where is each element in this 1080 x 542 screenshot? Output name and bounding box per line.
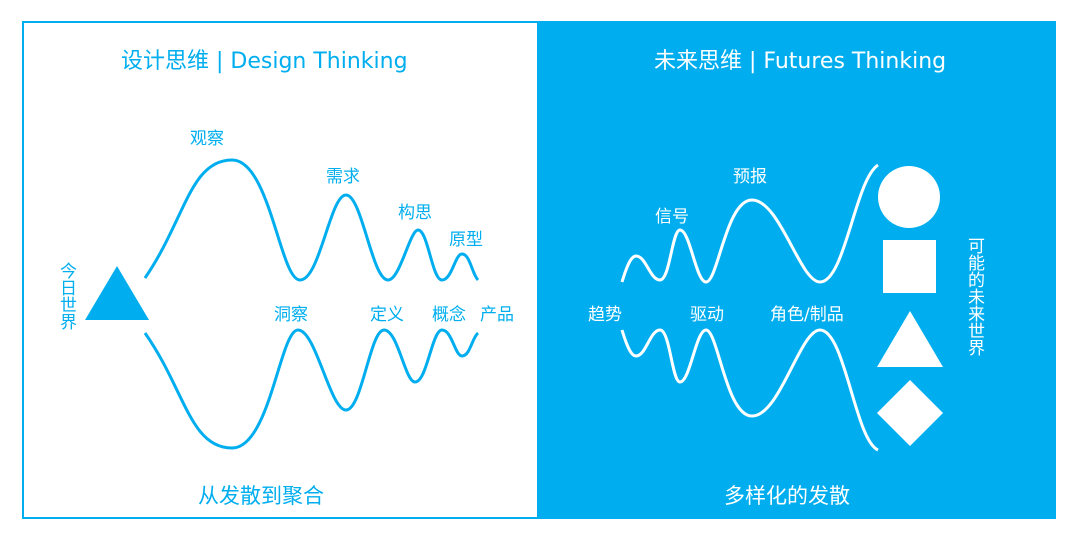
upper-converging-wave [143,158,480,282]
design-thinking-title: 设计思维 | Design Thinking [121,49,408,74]
circle-icon [878,166,940,228]
bottom-label-driver: 驱动 [690,305,724,325]
top-label-signal: 信号 [655,207,689,227]
square-icon [883,240,936,293]
lower-converging-wave [143,328,480,450]
bottom-label-concept: 概念 [432,305,466,325]
bottom-label-insight: 洞察 [274,305,308,325]
top-label-ideate: 构思 [398,203,432,223]
start-label: 今日世界 [56,262,76,330]
top-label-need: 需求 [326,167,360,187]
upper-diverging-wave [620,163,879,284]
design-thinking-footer: 从发散到聚合 [198,484,324,508]
bottom-label-trend: 趋势 [588,305,622,325]
futures-thinking-footer: 多样化的发散 [724,484,850,508]
futures-thinking-title: 未来思维 | Futures Thinking [654,49,947,74]
triangle-icon [85,266,149,320]
end-label-product: 产品 [480,305,514,325]
diamond-icon [877,380,943,446]
top-label-observe: 观察 [190,129,224,149]
bottom-label-artifact: 角色/制品 [770,305,844,325]
triangle-icon [877,311,943,367]
top-label-prototype: 原型 [449,230,483,250]
lower-diverging-wave [620,328,879,452]
end-label-possible-futures: 可能的未来世界 [964,237,984,356]
top-label-forecast: 预报 [733,167,767,187]
bottom-label-define: 定义 [370,305,404,325]
